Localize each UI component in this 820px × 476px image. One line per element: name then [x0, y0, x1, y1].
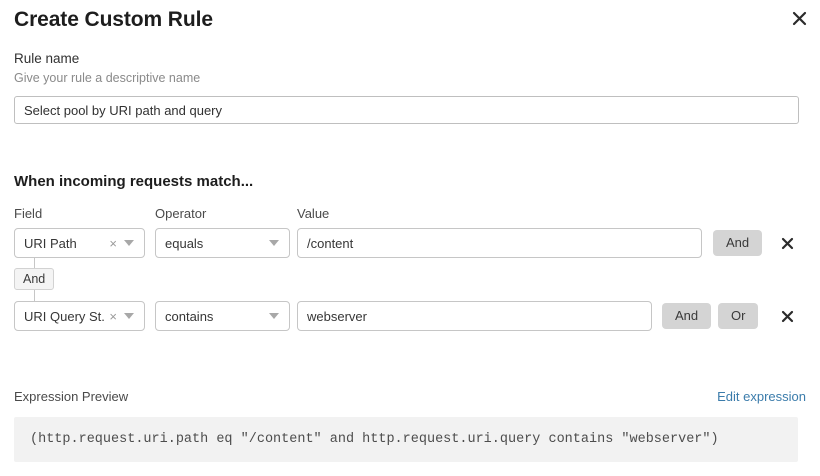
chevron-down-icon — [267, 313, 289, 319]
operator-select-2-value: contains — [165, 308, 214, 324]
field-select-2-value: URI Query St... — [24, 308, 105, 324]
close-icon — [792, 11, 807, 26]
dialog-header: Create Custom Rule — [0, 0, 820, 44]
close-icon — [781, 310, 794, 323]
expression-preview-header: Expression Preview Edit expression — [14, 389, 806, 407]
chevron-down-icon — [122, 240, 144, 246]
condition-row: URI Query St... × contains And Or — [0, 301, 820, 331]
operator-select-1[interactable]: equals — [155, 228, 290, 258]
add-or-condition-button-2[interactable]: Or — [718, 303, 759, 329]
rule-name-input[interactable] — [14, 96, 799, 124]
column-label-field: Field — [14, 206, 43, 221]
rule-name-block: Rule name Give your rule a descriptive n… — [14, 50, 799, 124]
value-input-2[interactable] — [297, 301, 652, 331]
operator-select-2[interactable]: contains — [155, 301, 290, 331]
close-button[interactable] — [787, 6, 811, 30]
delete-condition-button-1[interactable] — [774, 230, 800, 256]
operator-select-1-value: equals — [165, 235, 204, 251]
field-select-2[interactable]: URI Query St... × — [14, 301, 145, 331]
delete-condition-button-2[interactable] — [774, 303, 800, 329]
chevron-down-icon — [267, 240, 289, 246]
field-select-1-value: URI Path — [24, 235, 77, 251]
rule-name-hint: Give your rule a descriptive name — [14, 71, 201, 85]
value-input-1[interactable] — [297, 228, 702, 258]
column-label-value: Value — [297, 206, 330, 221]
chevron-down-icon — [122, 313, 144, 319]
edit-expression-link[interactable]: Edit expression — [717, 389, 806, 404]
conditions-heading: When incoming requests match... — [14, 173, 254, 190]
field-select-1-clear-icon[interactable]: × — [109, 235, 117, 251]
condition-row: URI Path × equals And — [0, 228, 820, 258]
rule-name-label: Rule name — [14, 51, 80, 66]
connector-and-chip[interactable]: And — [14, 268, 55, 290]
field-select-2-clear-icon[interactable]: × — [109, 308, 117, 324]
expression-preview-code: (http.request.uri.path eq "/content" and… — [30, 432, 719, 447]
close-icon — [781, 237, 794, 250]
add-and-condition-button-1[interactable]: And — [713, 230, 763, 256]
field-select-1[interactable]: URI Path × — [14, 228, 145, 258]
condition-connector: And — [0, 258, 160, 303]
add-and-condition-button-2[interactable]: And — [662, 303, 712, 329]
conditions-list: URI Path × equals And URI Query St... × … — [0, 228, 820, 331]
column-label-operator: Operator — [155, 206, 207, 221]
page-title: Create Custom Rule — [14, 8, 213, 31]
expression-preview-title: Expression Preview — [14, 389, 129, 404]
expression-preview-box: (http.request.uri.path eq "/content" and… — [14, 417, 798, 462]
column-labels: Field Operator Value — [0, 206, 820, 224]
